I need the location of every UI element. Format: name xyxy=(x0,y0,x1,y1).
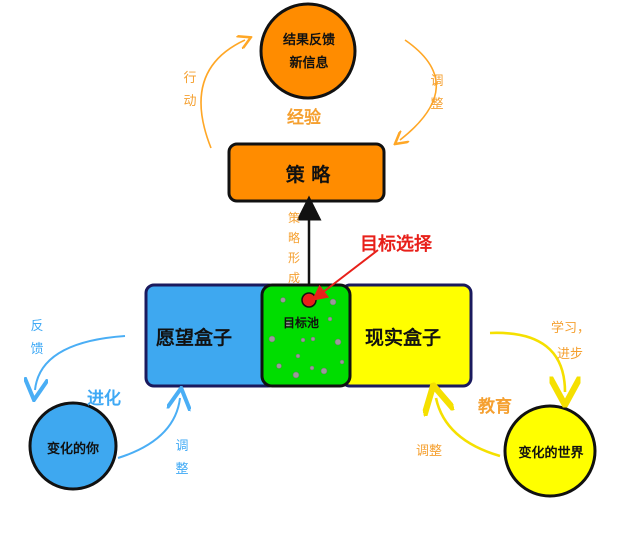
experience-label: 经验 xyxy=(287,108,321,128)
adjust-left-label: 调整 xyxy=(175,439,189,477)
goal-pool-dots xyxy=(268,297,345,379)
wish-box-label: 愿望盒子 xyxy=(156,327,233,349)
adjust-top-arrow xyxy=(400,39,438,140)
strategy-formation-label: 策略形成 xyxy=(287,211,300,285)
goal-selection-pointer xyxy=(311,249,379,301)
changing-you-label: 变化的你 xyxy=(46,442,99,457)
reality-box-label: 现实盒子 xyxy=(365,327,442,349)
adjust-top-label: 调整 xyxy=(430,74,444,112)
feedback-arrow xyxy=(35,335,126,390)
action-label: 行动 xyxy=(183,71,197,109)
education-label: 教育 xyxy=(478,397,512,417)
action-arrow xyxy=(200,40,245,149)
feedback-result-circle xyxy=(259,2,357,100)
top-circle-line2: 新信息 xyxy=(289,56,329,71)
learning-label-line1: 学习， xyxy=(551,321,591,336)
adjust-right-arrow xyxy=(436,398,501,458)
changing-world-label: 变化的世界 xyxy=(518,446,584,461)
goal-pool-box xyxy=(260,283,352,388)
goal-selection-label: 目标选择 xyxy=(360,234,432,255)
goal-pool-label: 目标池 xyxy=(283,316,320,330)
learning-label-line2: 进步 xyxy=(557,347,584,362)
changing-you-circle xyxy=(28,401,118,491)
learning-arrow xyxy=(489,331,565,392)
selected-goal-dot xyxy=(301,292,317,308)
adjust-left-arrow xyxy=(117,398,180,459)
top-circle-line1: 结果反馈 xyxy=(282,33,335,48)
adjust-right-label: 调整 xyxy=(416,444,443,459)
feedback-label: 反馈 xyxy=(30,319,44,357)
evolution-label: 进化 xyxy=(87,389,121,409)
strategy-label: 策 略 xyxy=(285,164,331,186)
